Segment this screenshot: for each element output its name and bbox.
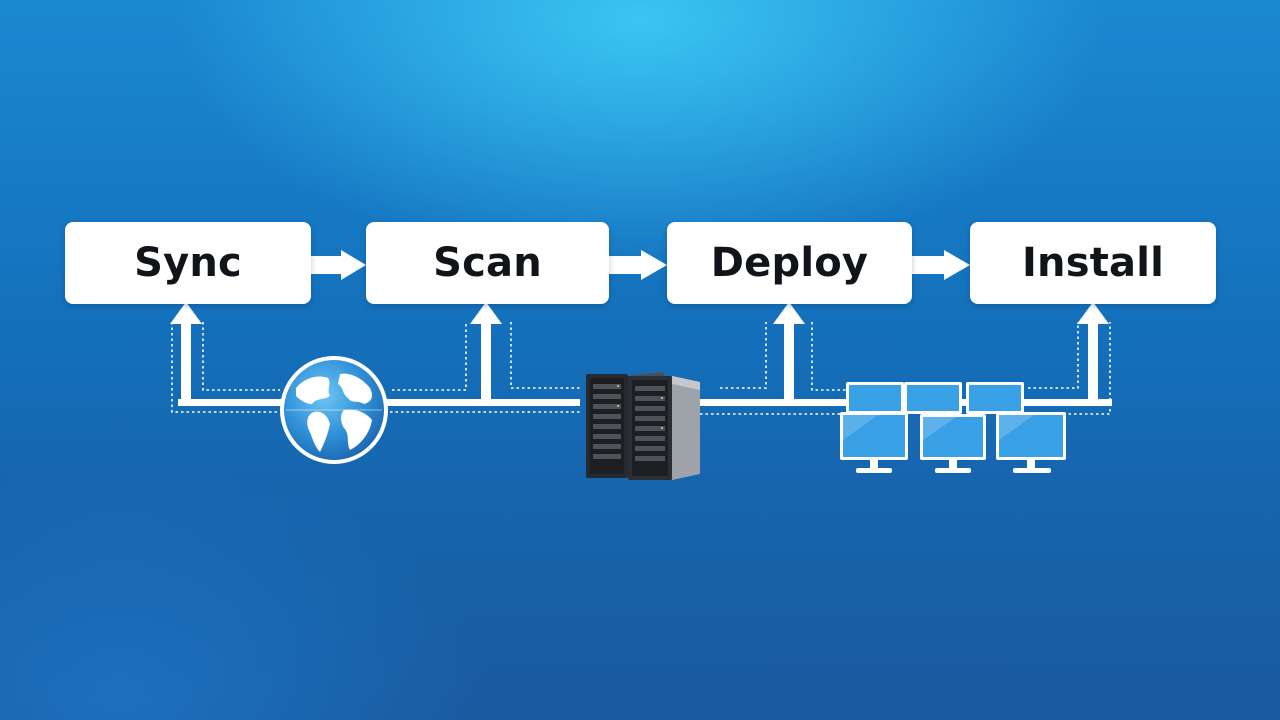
flow-arrow-deploy-to-install: [912, 250, 970, 280]
step-deploy-box: Deploy: [667, 222, 912, 304]
computers-icon: [840, 382, 1066, 473]
flow-arrow-scan-to-deploy: [609, 250, 667, 280]
server-icon: [586, 372, 700, 480]
step-label-sync: Sync: [134, 240, 242, 286]
step-scan-box: Scan: [366, 222, 609, 304]
dotted-guides: [171, 322, 1111, 415]
step-label-scan: Scan: [433, 240, 542, 286]
up-arrow-scan: [470, 302, 502, 404]
up-arrow-sync: [170, 302, 202, 404]
step-label-deploy: Deploy: [710, 240, 869, 286]
up-arrow-install: [1077, 302, 1109, 404]
globe-icon: [280, 356, 388, 464]
up-arrow-deploy: [773, 302, 805, 404]
step-label-install: Install: [1021, 240, 1165, 286]
step-sync-box: Sync: [65, 222, 311, 304]
flow-arrow-sync-to-scan: [311, 250, 366, 280]
step-install-box: Install: [970, 222, 1216, 304]
